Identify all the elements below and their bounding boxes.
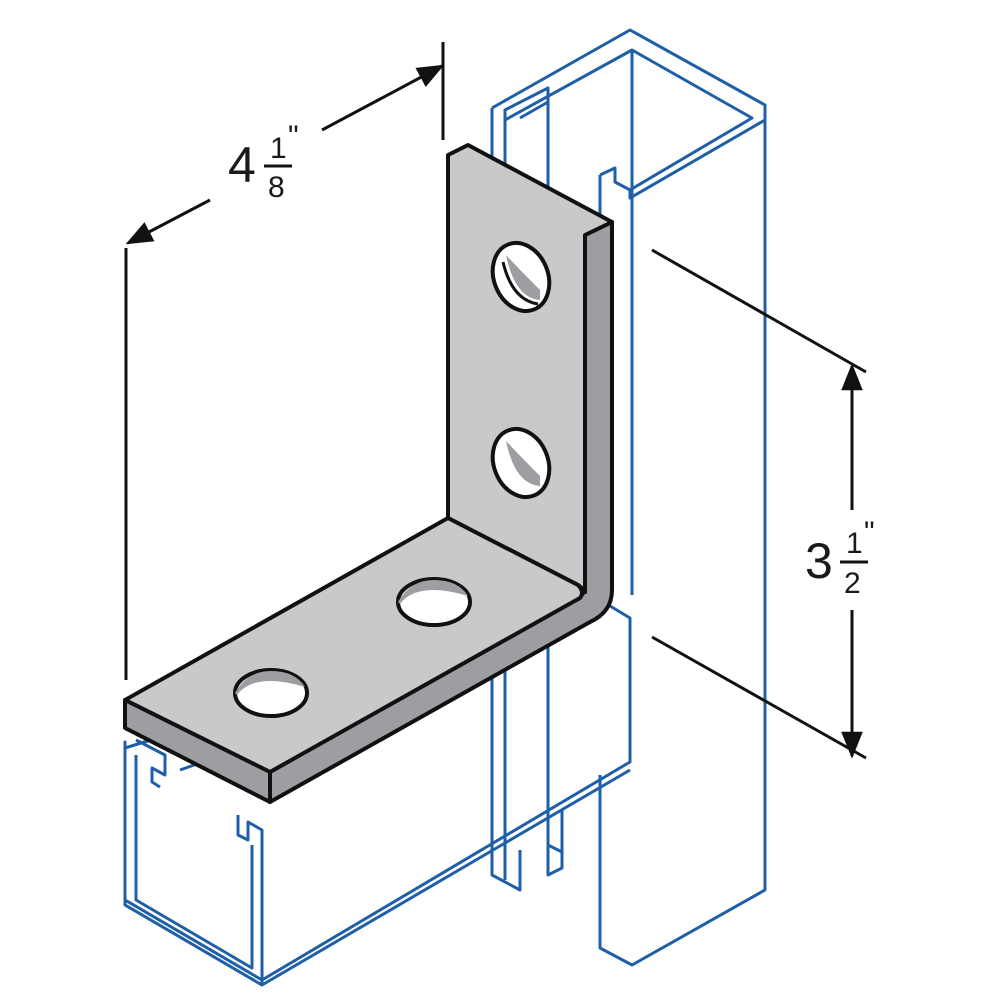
height-whole: 3 [805,533,833,589]
width-whole: 4 [228,137,256,193]
height-extension-line-top [651,248,867,374]
width-unit-mark: " [288,120,299,153]
angle-bracket [123,143,614,804]
height-dimension-label: 3 1 2 " [805,516,875,600]
horizontal-channel-bottom-edge [261,768,631,987]
bracket-hole-lower [490,427,552,499]
height-dimension [651,248,867,760]
horizontal-channel-end-inner [134,755,254,970]
vertical-channel-right-face [598,120,767,967]
bracket-hole-right [396,577,472,627]
height-unit-mark: " [864,516,875,549]
width-numerator: 1 [270,132,287,165]
vertical-channel-top-opening [491,28,767,200]
bracket-hole-upper [490,241,552,313]
horizontal-channel-end-opening [123,748,264,987]
width-dimension-label: 4 1 8 " [228,120,299,204]
width-dimension [124,42,445,680]
height-extension-line-bottom [651,635,867,760]
vertical-channel-lip-right [599,166,631,192]
bracket-horizontal-leg-edge [123,698,272,804]
height-denominator: 2 [844,567,861,600]
width-dimension-line-right [321,64,445,132]
height-numerator: 1 [846,527,863,560]
horizontal-channel-lip-left [135,738,167,789]
bracket-hole-left [233,668,309,718]
horizontal-channel-underside [546,790,564,854]
width-denominator: 8 [268,171,285,204]
bracket-horizontal-leg-face [123,516,585,774]
width-dimension-line-left [125,198,211,245]
